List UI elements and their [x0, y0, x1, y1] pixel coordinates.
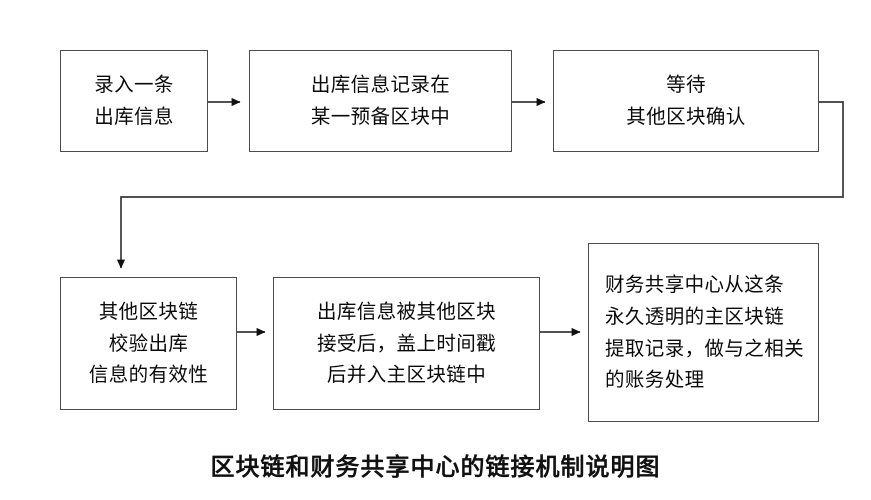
node-timestamp-merge-main-chain: 出库信息被其他区块 接受后，盖上时间戳 后并入主区块链中	[273, 277, 540, 410]
node-line: 录入一条	[94, 73, 174, 97]
node-record-outbound-info: 录入一条 出库信息	[60, 50, 208, 152]
node-log-into-prepared-block: 出库信息记录在 某一预备区块中	[249, 50, 512, 152]
node-line: 接受后，盖上时间戳	[316, 331, 497, 355]
node-finance-shared-center-accounting: 财务共享中心从这条 永久透明的主区块链 提取记录，做与之相关 的账务处理	[588, 243, 819, 422]
node-line: 后并入主区块链中	[326, 363, 487, 387]
edge-n3-to-n4	[116, 101, 844, 269]
node-other-chains-validate: 其他区块链 校验出库 信息的有效性	[60, 277, 237, 410]
node-line: 出库信息	[94, 105, 174, 128]
node-line: 校验出库	[108, 331, 189, 355]
node-line: 其他区块链	[98, 300, 199, 324]
node-line: 永久透明的主区块链	[605, 304, 785, 328]
node-line: 财务共享中心从这条	[605, 273, 785, 297]
node-line: 出库信息记录在	[310, 73, 451, 97]
node-line: 等待	[666, 73, 706, 97]
node-line: 其他区块确认	[626, 105, 746, 128]
node-line: 提取记录，做与之相关	[605, 336, 805, 360]
node-line: 出库信息被其他区块	[316, 300, 497, 324]
node-line: 某一预备区块中	[310, 105, 451, 128]
node-wait-other-blocks-confirm: 等待 其他区块确认	[553, 50, 819, 152]
node-line: 的账务处理	[605, 368, 705, 392]
diagram-caption: 区块链和财务共享中心的链接机制说明图	[210, 452, 661, 481]
node-line: 信息的有效性	[88, 363, 209, 387]
